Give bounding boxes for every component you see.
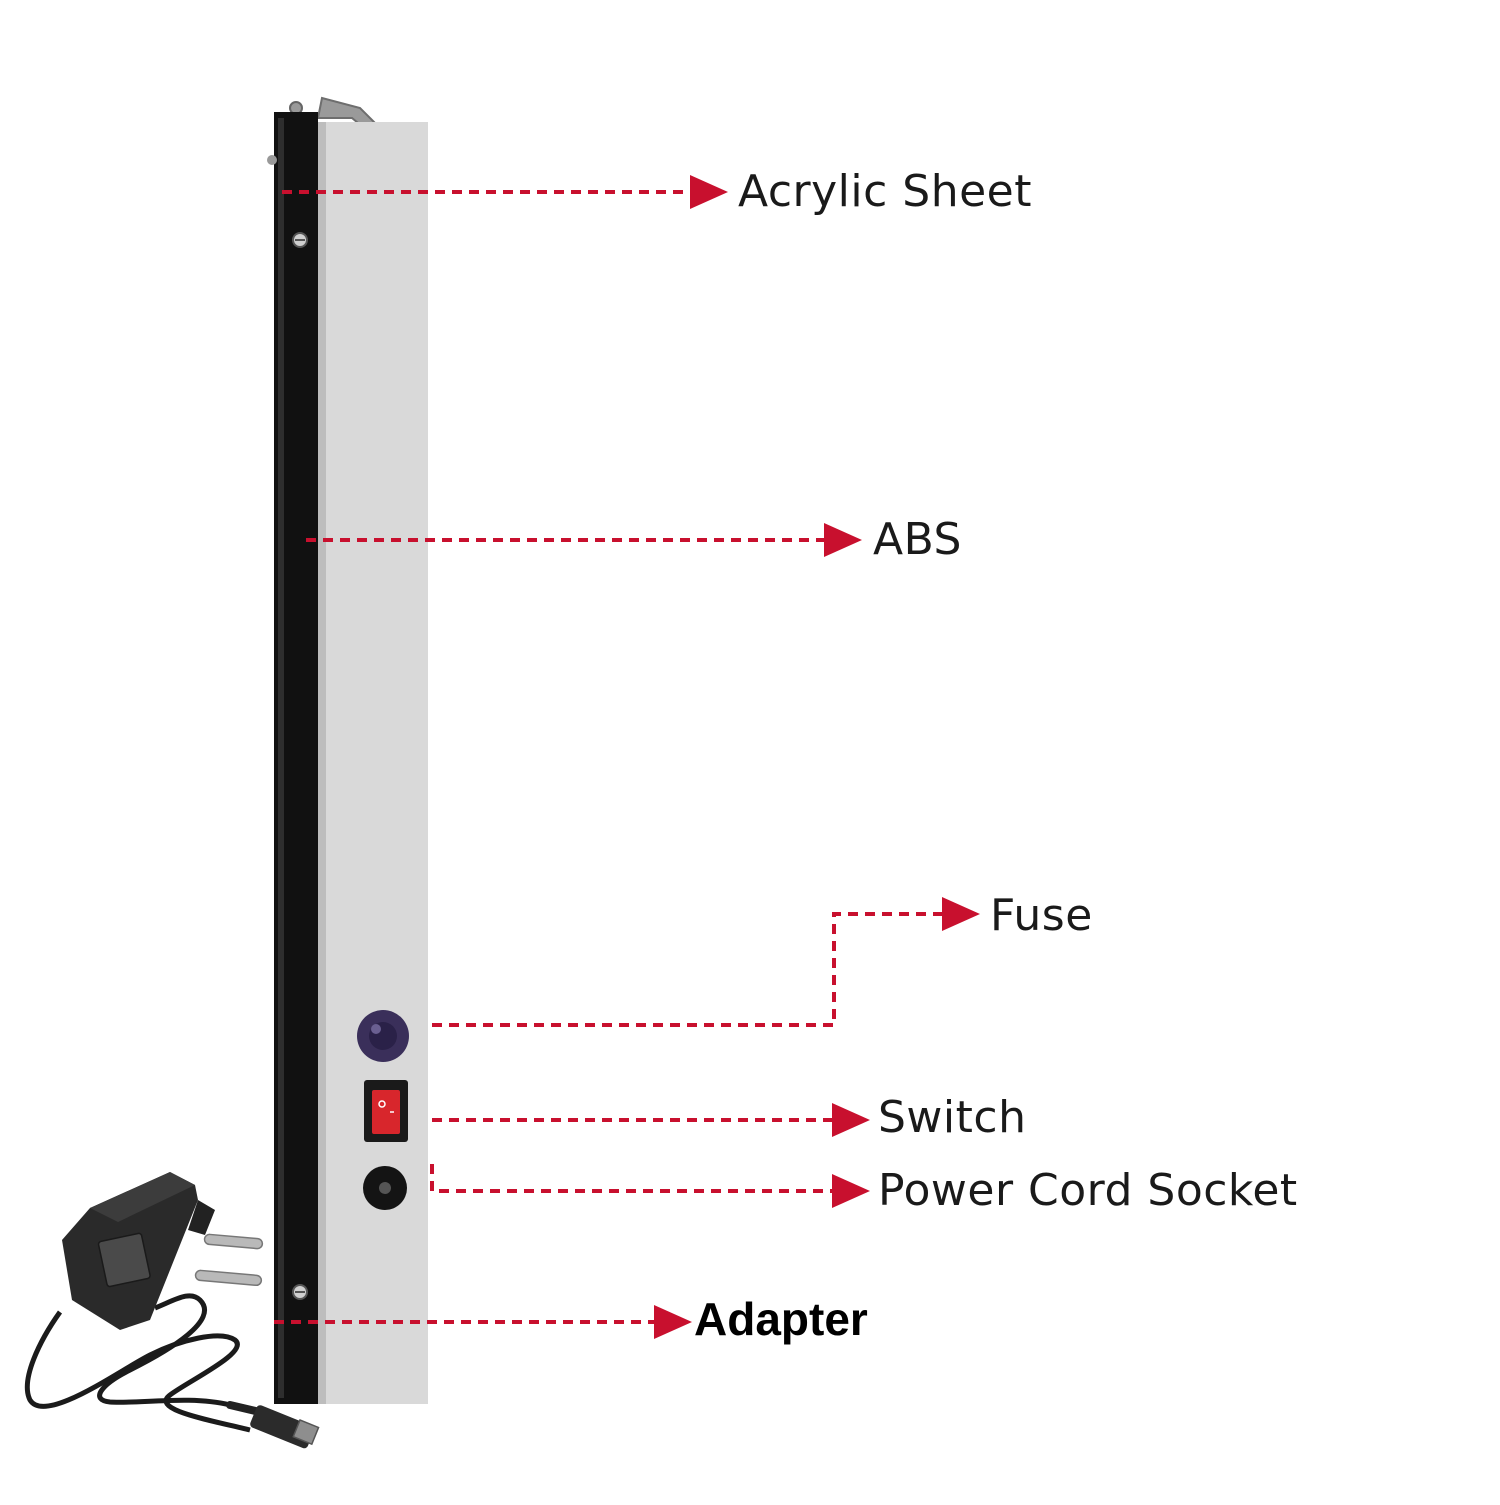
arrowhead-icon-adapter <box>654 1305 692 1339</box>
label-switch: Switch <box>878 1092 1027 1143</box>
screw-top-icon <box>292 232 308 248</box>
power-socket-icon <box>363 1166 407 1210</box>
power-adapter-plug-icon <box>24 1172 320 1449</box>
arrowhead-icon-switch <box>832 1103 870 1137</box>
light-panel-side-view-icon <box>267 112 428 1404</box>
leader-line-fuse <box>432 912 942 1027</box>
arrowhead-icon-abs <box>824 523 862 557</box>
screw-bottom-icon <box>292 1284 308 1300</box>
rocker-switch-icon <box>364 1080 408 1142</box>
arrowhead-icon-acrylic-sheet <box>690 175 728 209</box>
fuse-holder-icon <box>357 1010 409 1062</box>
label-adapter: Adapter <box>694 1293 868 1345</box>
leader-line-power-cord-socket <box>430 1164 832 1193</box>
label-abs: ABS <box>873 514 962 565</box>
arrowhead-icon-fuse <box>942 897 980 931</box>
label-fuse: Fuse <box>990 890 1093 941</box>
label-acrylic-sheet: Acrylic Sheet <box>738 166 1032 217</box>
label-power-cord-socket: Power Cord Socket <box>878 1165 1298 1216</box>
arrowhead-icon-power-cord-socket <box>832 1174 870 1208</box>
